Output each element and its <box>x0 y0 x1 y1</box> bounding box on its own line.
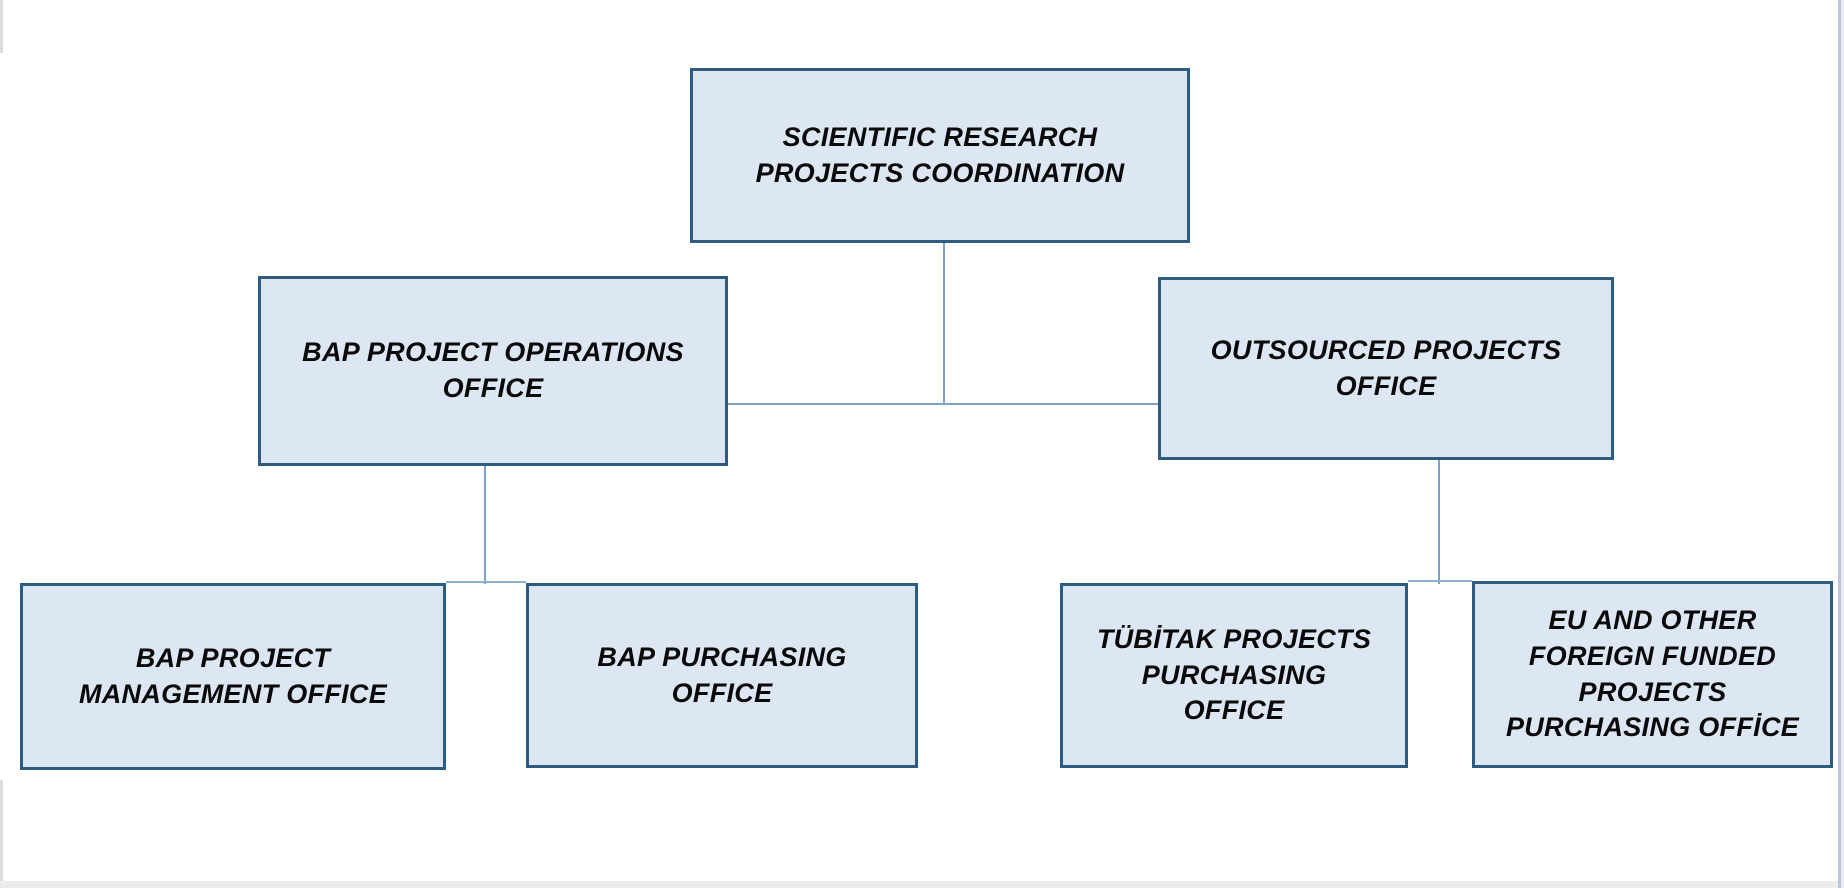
org-box-outsourced-projects-office: OUTSOURCED PROJECTS OFFICE <box>1158 277 1614 460</box>
org-box-label-line: PROJECTS <box>1578 676 1727 707</box>
org-box-label-line: BAP PROJECT <box>135 642 331 673</box>
canvas-edge-bottom-left <box>0 780 3 888</box>
org-box-label-line: EU AND OTHER <box>1548 605 1757 636</box>
org-box-label-line: OUTSOURCED PROJECTS <box>1210 334 1562 365</box>
org-box-label-line: PROJECTS COORDINATION <box>755 157 1125 188</box>
org-box-label-line: OFFICE <box>1183 695 1285 726</box>
connector-bap-operations-vertical <box>484 466 486 584</box>
org-box-label-line: SCIENTIFIC RESEARCH <box>782 121 1098 152</box>
org-box-label-line: PURCHASING OFFİCE <box>1505 712 1800 743</box>
org-box-label-line: TÜBİTAK PROJECTS <box>1096 624 1372 655</box>
connector-bap-children-bridge <box>446 581 526 583</box>
org-box-label-line: BAP PURCHASING <box>597 641 847 672</box>
org-box-bap-project-management-office: BAP PROJECT MANAGEMENT OFFICE <box>20 583 446 770</box>
org-box-eu-foreign-funded-projects-purchasing-office: EU AND OTHER FOREIGN FUNDED PROJECTS PUR… <box>1472 581 1833 768</box>
canvas-edge-top-left <box>0 0 3 53</box>
org-box-label-line: OFFICE <box>671 677 773 708</box>
org-box-tubitak-projects-purchasing-office: TÜBİTAK PROJECTS PURCHASING OFFICE <box>1060 583 1408 768</box>
connector-level2-horizontal <box>728 403 1158 405</box>
org-box-label-line: BAP PROJECT OPERATIONS <box>302 337 684 368</box>
org-box-label-line: FOREIGN FUNDED <box>1528 640 1777 671</box>
connector-outsourced-vertical <box>1438 459 1440 584</box>
org-box-label-line: PURCHASING <box>1141 659 1327 690</box>
connector-root-vertical <box>943 243 945 405</box>
canvas-edge-right-line <box>1838 0 1841 888</box>
org-box-label-line: MANAGEMENT OFFICE <box>78 678 388 709</box>
connector-outsourced-children-bridge <box>1408 580 1472 582</box>
org-box-scientific-research-projects-coordination: SCIENTIFIC RESEARCH PROJECTS COORDINATIO… <box>690 68 1190 243</box>
org-box-label-line: OFFICE <box>1335 370 1437 401</box>
canvas-edge-bottom-band <box>0 881 1844 888</box>
org-box-label-line: OFFICE <box>442 373 544 403</box>
org-box-bap-purchasing-office: BAP PURCHASING OFFICE <box>526 583 918 768</box>
canvas-edge-right-margin <box>1841 0 1844 888</box>
org-box-bap-project-operations-office: BAP PROJECT OPERATIONS OFFICE <box>258 276 728 466</box>
